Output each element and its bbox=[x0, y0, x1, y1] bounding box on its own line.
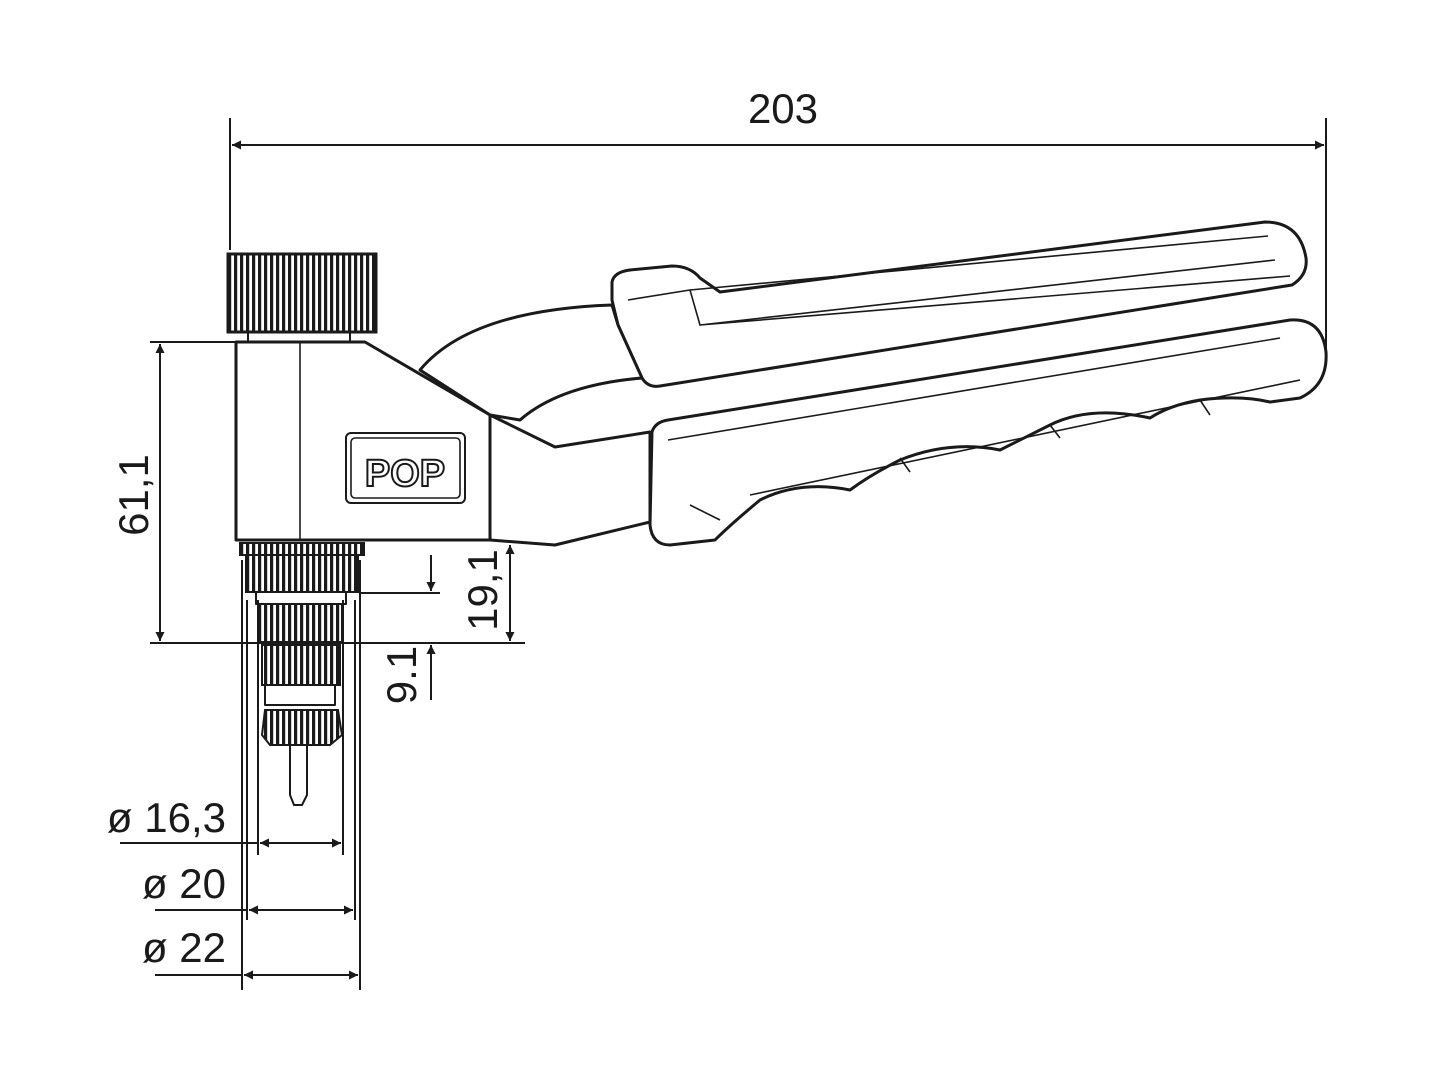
dim-label-dia-20: ø 20 bbox=[142, 860, 226, 907]
dim-label-dia-16-3: ø 16,3 bbox=[107, 794, 226, 841]
dim-label-203: 203 bbox=[748, 85, 818, 132]
dim-label-9-1: 9.1 bbox=[378, 646, 425, 704]
dim-diameters: ø 16,3 ø 20 ø 22 bbox=[107, 560, 361, 990]
pop-logo: POP bbox=[345, 432, 466, 504]
neck bbox=[418, 303, 652, 547]
dim-height: 61,1 bbox=[110, 341, 525, 644]
dim-overall-length: 203 bbox=[229, 85, 1327, 360]
dim-label-dia-22: ø 22 bbox=[142, 924, 226, 971]
dim-nose-offset: 19,1 bbox=[459, 545, 510, 641]
nose-assembly bbox=[239, 542, 365, 806]
dim-label-19-1: 19,1 bbox=[459, 549, 506, 631]
dim-nose-step: 9.1 bbox=[360, 555, 440, 704]
tool-head: POP bbox=[234, 340, 492, 542]
dim-label-61-1: 61,1 bbox=[110, 454, 157, 536]
upper-handle bbox=[610, 220, 1308, 388]
top-knob bbox=[226, 252, 378, 342]
logo-text: POP bbox=[365, 453, 445, 495]
